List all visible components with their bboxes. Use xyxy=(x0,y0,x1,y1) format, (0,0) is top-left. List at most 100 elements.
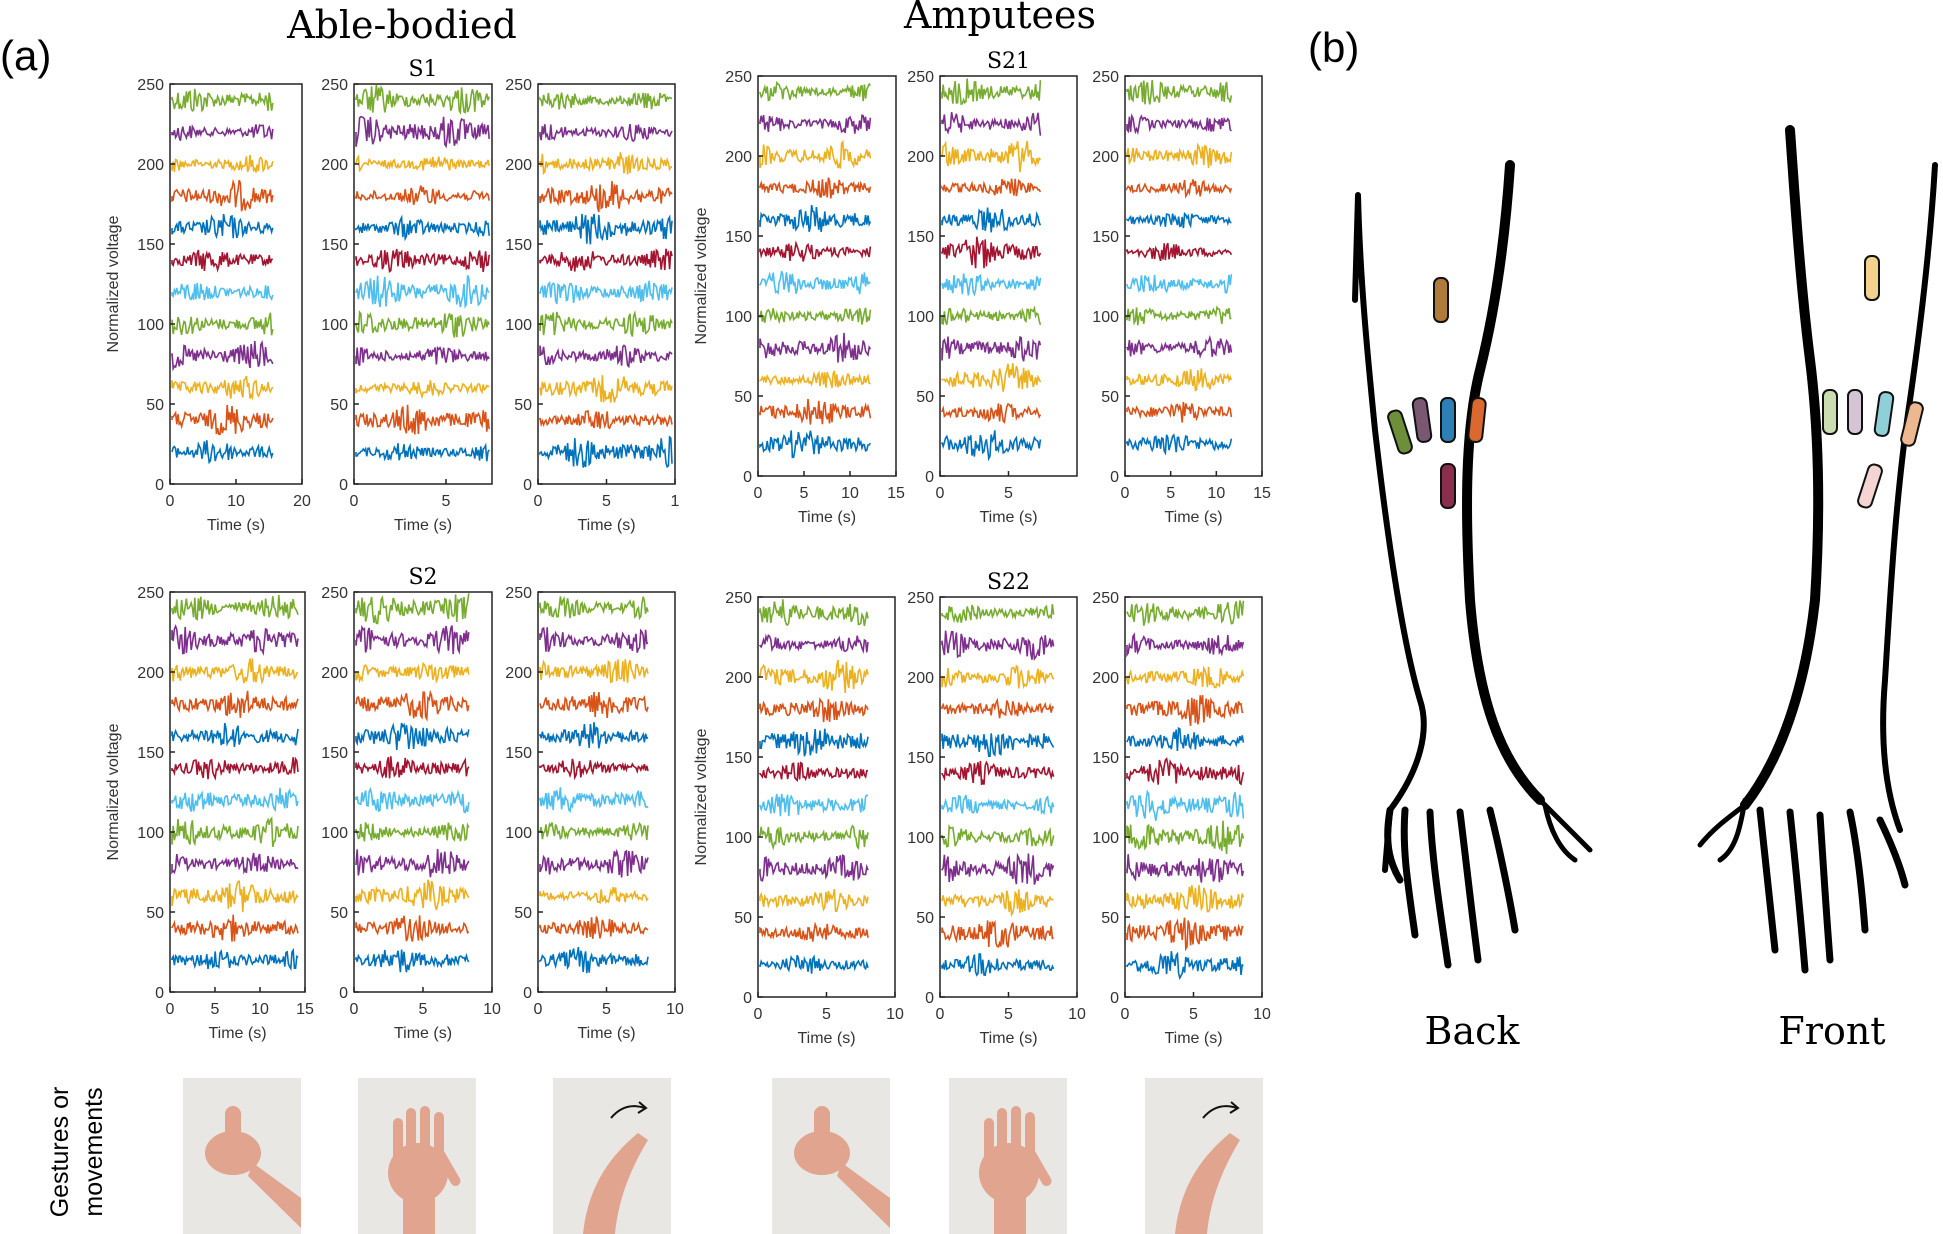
channel-trace-2 xyxy=(355,624,470,655)
channel-trace-9 xyxy=(171,852,299,875)
gesture-photos xyxy=(183,1078,1263,1234)
channel-trace-4 xyxy=(759,696,869,723)
channel-trace-1 xyxy=(1126,79,1233,105)
channel-trace-5 xyxy=(759,728,869,757)
x-axis-label: Time (s) xyxy=(979,1030,1037,1047)
channel-trace-4 xyxy=(759,177,872,199)
y-tick-label: 250 xyxy=(137,77,164,94)
x-axis-label: Time (s) xyxy=(207,517,265,534)
channel-trace-5 xyxy=(539,213,673,245)
x-tick-label: 0 xyxy=(350,1001,359,1018)
channel-trace-1 xyxy=(759,599,869,627)
y-tick-label: 250 xyxy=(1092,69,1119,86)
channel-trace-5 xyxy=(1126,726,1245,752)
y-tick-label: 50 xyxy=(916,910,934,927)
y-tick-label: 250 xyxy=(505,585,532,602)
channel-trace-9 xyxy=(941,852,1055,885)
channel-trace-7 xyxy=(759,793,869,817)
x-tick-label: 5 xyxy=(1189,1006,1198,1023)
channel-trace-4 xyxy=(171,690,299,718)
channel-trace-7 xyxy=(941,794,1055,816)
y-tick-label: 100 xyxy=(321,825,348,842)
channel-trace-10 xyxy=(171,880,299,913)
y-axis-label: Normalized voltage xyxy=(105,215,122,352)
y-tick-label: 150 xyxy=(137,745,164,762)
channel-trace-6 xyxy=(941,760,1055,786)
electrode-front-6 xyxy=(1857,463,1883,509)
channel-trace-6 xyxy=(1126,242,1233,262)
y-tick-label: 150 xyxy=(907,229,934,246)
finger-flexion-hand-photo xyxy=(1145,1078,1263,1234)
gestures-label-line2: movements xyxy=(80,1087,108,1216)
y-tick-label: 150 xyxy=(725,229,752,246)
x-tick-label: 10 xyxy=(1253,1006,1271,1023)
channel-trace-4 xyxy=(539,691,649,718)
y-axis-label: Normalized voltage xyxy=(105,723,122,860)
y-tick-label: 250 xyxy=(725,590,752,607)
y-tick-label: 100 xyxy=(137,825,164,842)
channel-trace-10 xyxy=(759,370,871,389)
channel-trace-5 xyxy=(941,733,1055,757)
thumb-up-hand-photo xyxy=(183,1078,301,1234)
channel-trace-12 xyxy=(759,954,869,974)
electrode-placement-diagram: Back Front xyxy=(1352,125,1938,1053)
x-tick-label: 0 xyxy=(1121,485,1130,502)
y-tick-label: 0 xyxy=(743,990,752,1007)
electrode-front-3 xyxy=(1847,389,1863,435)
y-tick-label: 0 xyxy=(339,985,348,1002)
channel-trace-1 xyxy=(539,92,673,110)
y-tick-label: 250 xyxy=(907,69,934,86)
y-tick-label: 150 xyxy=(725,750,752,767)
finger-flexion-hand-photo xyxy=(553,1078,671,1234)
x-tick-label: 0 xyxy=(754,485,763,502)
channel-trace-9 xyxy=(1126,334,1233,360)
channel-trace-9 xyxy=(171,339,274,372)
open-palm-hand-photo xyxy=(949,1078,1067,1234)
channel-trace-6 xyxy=(171,756,299,781)
subject-title: S1 xyxy=(408,57,437,82)
channel-trace-2 xyxy=(1126,632,1245,658)
thumb-up-hand-photo xyxy=(772,1078,890,1234)
channel-trace-12 xyxy=(539,435,673,469)
y-tick-label: 0 xyxy=(523,477,532,494)
channel-trace-10 xyxy=(1126,368,1233,392)
channel-trace-12 xyxy=(539,946,649,974)
channel-trace-2 xyxy=(539,626,649,653)
y-tick-label: 0 xyxy=(155,477,164,494)
x-tick-label: 10 xyxy=(1207,485,1225,502)
channel-trace-10 xyxy=(171,375,274,401)
channel-trace-1 xyxy=(941,604,1055,624)
channel-trace-4 xyxy=(941,697,1055,719)
channel-trace-7 xyxy=(539,787,649,814)
y-tick-label: 200 xyxy=(1092,149,1119,166)
electrode-back-3 xyxy=(1411,397,1433,443)
x-tick-label: 0 xyxy=(166,493,175,510)
channel-trace-1 xyxy=(941,78,1042,106)
y-tick-label: 100 xyxy=(725,830,752,847)
channel-trace-1 xyxy=(171,595,299,621)
channel-trace-3 xyxy=(941,664,1055,690)
channel-trace-8 xyxy=(1126,820,1245,854)
gestures-label-line1: Gestures or xyxy=(46,1087,74,1218)
x-tick-label: 10 xyxy=(1068,1006,1086,1023)
channel-trace-5 xyxy=(171,722,299,748)
channel-trace-2 xyxy=(171,123,274,142)
y-tick-label: 200 xyxy=(505,157,532,174)
channel-trace-6 xyxy=(759,240,872,262)
channel-trace-5 xyxy=(941,207,1042,233)
channel-trace-3 xyxy=(1126,665,1245,689)
channel-trace-8 xyxy=(941,305,1042,326)
y-tick-label: 50 xyxy=(734,389,752,406)
y-tick-label: 0 xyxy=(743,469,752,486)
channel-trace-12 xyxy=(941,430,1042,462)
y-tick-label: 50 xyxy=(734,910,752,927)
channel-trace-10 xyxy=(759,889,869,913)
x-tick-label: 5 xyxy=(1004,1006,1013,1023)
channel-trace-11 xyxy=(539,409,673,430)
x-tick-label: 5 xyxy=(211,1001,220,1018)
channel-trace-1 xyxy=(171,88,274,113)
channel-trace-10 xyxy=(941,889,1054,918)
